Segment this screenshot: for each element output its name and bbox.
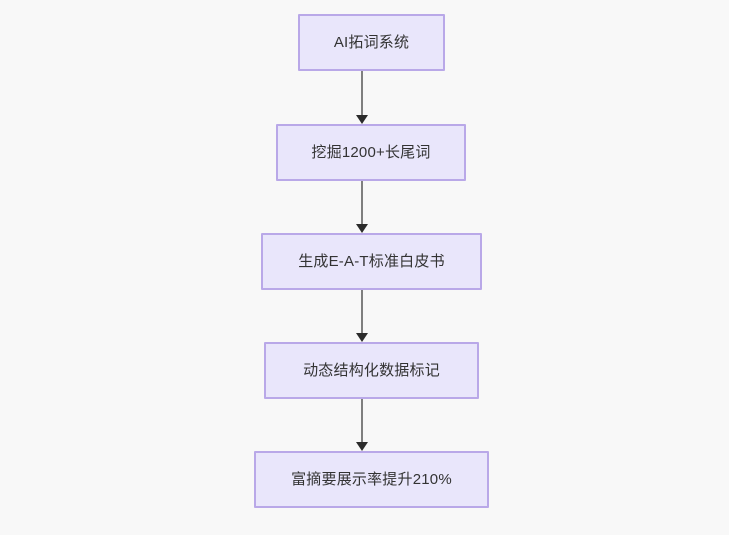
flow-node-generate-eat-whitepaper[interactable]: 生成E-A-T标准白皮书 (261, 233, 482, 290)
edge-line (361, 181, 363, 224)
edge-node4-node5 (352, 399, 372, 451)
edge-node3-node4 (352, 290, 372, 342)
arrowhead-icon (356, 333, 368, 342)
flow-node-mine-longtail-keywords[interactable]: 挖掘1200+长尾词 (276, 124, 466, 181)
edge-line (361, 290, 363, 333)
arrowhead-icon (356, 115, 368, 124)
edge-line (361, 399, 363, 442)
flow-node-dynamic-structured-data-markup[interactable]: 动态结构化数据标记 (264, 342, 479, 399)
edge-line (361, 71, 363, 115)
edge-node2-node3 (352, 181, 372, 233)
arrowhead-icon (356, 224, 368, 233)
flow-node-rich-snippet-rate-increase[interactable]: 富摘要展示率提升210% (254, 451, 489, 508)
edge-node1-node2 (352, 71, 372, 124)
flow-node-ai-keyword-system[interactable]: AI拓词系统 (298, 14, 445, 71)
arrowhead-icon (356, 442, 368, 451)
